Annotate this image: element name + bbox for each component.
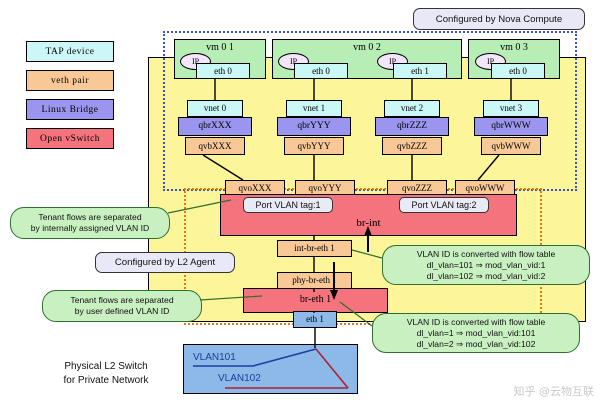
ip-label: IP [486,57,495,66]
ip-label: IP [191,57,200,66]
callout-rule-2: dl_vlan=2 ⇒ mod_vlan_vid:102 [416,338,536,349]
patch-label: phy-br-eth 1 [292,275,337,285]
eth1-physical-nic: eth 1 [293,311,337,328]
ip-label: IP [289,57,298,66]
qbr-label: qbrZZZ [396,120,428,131]
vlan102-label: VLAN102 [218,373,261,384]
port-label: eth 0 [214,65,232,76]
qvb-www-veth: qvbWWW [481,137,541,155]
callout-title: VLAN ID is converted with flow table [416,248,556,259]
qbr-www-bridge: qbrWWW [474,117,548,136]
vnet-label: vnet 3 [499,103,523,113]
br-eth1-label: br-eth 1 [299,294,332,305]
qbr-zzz-bridge: qbrZZZ [375,117,449,136]
vnet-label: vnet 2 [400,103,424,113]
qvb-label: qvbWWW [491,140,531,151]
label-configured-by-l2-agent: Configured by L2 Agent [95,252,235,273]
patch-label: int-br-eth 1 [294,243,335,253]
vnet-3-device: vnet 3 [483,100,539,117]
legend-label: TAP device [45,46,95,57]
vm3-eth0-port: eth 0 [491,63,545,79]
callout-rule-1: dl_vlan=101 ⇒ mod_vlan_vid:1 [426,259,546,270]
nova-compute-boundary [163,31,577,191]
port-label: eth 0 [312,65,330,76]
ip-label: IP [388,57,397,66]
qbr-xxx-bridge: qbrXXX [178,117,252,136]
qvo-label: qvoWWW [465,183,505,193]
qbr-label: qbrXXX [198,120,232,131]
port-label: eth 1 [411,65,429,76]
qvb-xxx-veth: qvbXXX [185,137,245,155]
br-int-label: br-int [356,217,381,229]
legend-item-tap-device: TAP device [26,41,114,62]
legend-item-veth-pair: veth pair [26,70,114,91]
tag-text: Port VLAN tag:1 [255,200,321,210]
legend-label: Linux Bridge [41,104,99,115]
callout-flow-table-egress: VLAN ID is converted with flow table dl_… [372,313,580,353]
callout-tenant-flows-internal-vlan: Tenant flows are separated by internally… [10,207,170,239]
label-configured-by-nova-compute: Configured by Nova Compute [413,8,585,30]
legend-item-linux-bridge: Linux Bridge [26,99,114,120]
vm-title: vm 0 2 [353,42,381,53]
vm-title: vm 0 3 [500,42,528,53]
callout-flow-table-ingress: VLAN ID is converted with flow table dl_… [382,245,590,285]
qvb-yyy-veth: qvbYYY [284,137,344,155]
qvo-label: qvoYYY [308,183,342,193]
chip-text: Configured by L2 Agent [114,257,216,268]
vm2-eth1-port: eth 1 [393,63,447,79]
qvb-zzz-veth: qvbZZZ [382,137,442,155]
qvo-label: qvoZZZ [402,183,432,193]
qvb-label: qvbXXX [198,140,232,151]
vnet-label: vnet 0 [203,103,227,113]
qbr-yyy-bridge: qbrYYY [277,117,351,136]
br-eth1-bridge: br-eth 1 [243,288,388,313]
callout-rule-1: dl_vlan=1 ⇒ mod_vlan_vid:101 [416,327,536,338]
phy-br-eth1-patch-port: phy-br-eth 1 [277,272,352,289]
legend-item-open-vswitch: Open vSwitch [26,128,114,149]
qvb-label: qvbYYY [297,140,331,151]
callout-tenant-flows-user-vlan: Tenant flows are separated by user defin… [42,290,202,322]
vm2-eth0-port: eth 0 [294,63,348,79]
vnet-2-device: vnet 2 [384,100,440,117]
vm-title: vm 0 1 [206,42,234,53]
qbr-label: qbrYYY [297,120,331,131]
legend-label: Open vSwitch [39,133,101,144]
chip-text: Configured by Nova Compute [435,13,563,25]
watermark: 知乎 @云物互联 [513,385,595,398]
callout-rule-2: dl_vlan=102 ⇒ mod_vlan_vid:2 [426,270,546,281]
callout-title: VLAN ID is converted with flow table [406,316,546,327]
int-br-eth1-patch-port: int-br-eth 1 [277,240,352,257]
port-vlan-tag-1-badge: Port VLAN tag:1 [243,197,333,213]
qvo-label: qvoXXX [238,183,272,193]
qvb-label: qvbZZZ [397,140,427,151]
callout-text: Tenant flows are separated by internally… [30,212,150,233]
physical-switch-caption: Physical L2 Switch for Private Network [63,361,149,386]
port-label: eth 0 [509,65,527,76]
vm1-eth0-port: eth 0 [196,63,250,79]
port-vlan-tag-2-badge: Port VLAN tag:2 [399,197,489,213]
vnet-1-device: vnet 1 [286,100,342,117]
vlan101-label: VLAN101 [193,352,236,363]
legend-label: veth pair [50,75,89,86]
tag-text: Port VLAN tag:2 [411,200,477,210]
nic-label: eth 1 [306,314,324,324]
callout-text: Tenant flows are separated by user defin… [70,295,174,316]
qbr-label: qbrWWW [491,120,531,131]
vnet-0-device: vnet 0 [187,100,243,117]
vnet-label: vnet 1 [302,103,326,113]
